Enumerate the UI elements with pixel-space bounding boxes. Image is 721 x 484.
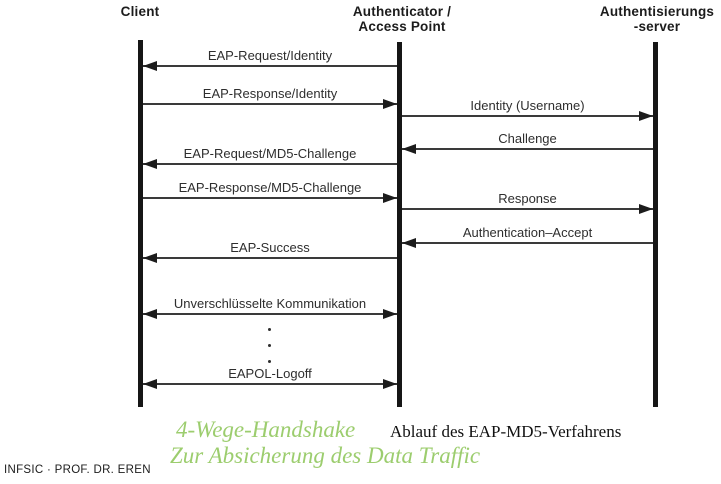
actor-label: Client	[120, 4, 160, 19]
handshake-caption-line2: Zur Absicherung des Data Traffic	[170, 443, 481, 468]
message-label: EAP-Success	[230, 240, 310, 255]
message-label: Identity (Username)	[470, 98, 585, 113]
footer-credit: INFSIC · PROF. DR. EREN	[4, 464, 151, 476]
arrowhead-left-icon	[143, 253, 157, 263]
message-label: EAP-Request/MD5-Challenge	[183, 146, 357, 161]
arrowhead-left-icon	[143, 379, 157, 389]
arrowhead-left-icon	[402, 144, 416, 154]
message-label: Challenge	[498, 131, 557, 146]
message-arrow-line	[402, 242, 653, 244]
message-label: Authentication–Accept	[462, 225, 593, 240]
message-label: EAP-Request/Identity	[207, 48, 333, 63]
message-label: EAP-Response/Identity	[202, 86, 338, 101]
actor-header-client: Client	[55, 4, 225, 19]
message-label: Unverschlüsselte Kommunikation	[173, 296, 367, 311]
lifeline-client	[138, 40, 143, 407]
lifeline-authenticator	[397, 42, 402, 407]
message-arrow-line	[143, 65, 397, 67]
message-label: Response	[498, 191, 557, 206]
eap-md5-caption: Ablauf des EAP-MD5-Verfahrens	[390, 422, 622, 441]
actor-header-authenticator: Authenticator / Access Point	[317, 4, 487, 34]
arrowhead-left-icon	[143, 159, 157, 169]
arrowhead-right-icon	[639, 204, 653, 214]
arrowhead-right-icon	[383, 309, 397, 319]
message-arrow-line	[143, 313, 397, 315]
handshake-caption-line1: 4-Wege-Handshake	[176, 417, 356, 442]
actor-label: Authentisierungs	[599, 4, 715, 19]
actor-label: -server	[633, 19, 681, 34]
arrowhead-left-icon	[143, 61, 157, 71]
message-label: EAP-Response/MD5-Challenge	[178, 180, 362, 195]
message-arrow-line	[143, 383, 397, 385]
actor-header-auth-server: Authentisierungs -server	[572, 4, 721, 34]
message-arrow-line	[143, 257, 397, 259]
arrowhead-left-icon	[143, 309, 157, 319]
lifeline-auth-server	[653, 42, 658, 407]
message-arrow-line	[402, 208, 653, 210]
arrowhead-right-icon	[383, 99, 397, 109]
arrowhead-right-icon	[639, 111, 653, 121]
message-arrow-line	[143, 197, 397, 199]
ellipsis-dot	[268, 360, 271, 363]
arrowhead-left-icon	[402, 238, 416, 248]
actor-label: Authenticator /	[352, 4, 452, 19]
ellipsis-dot	[268, 328, 271, 331]
arrowhead-right-icon	[383, 193, 397, 203]
message-arrow-line	[402, 148, 653, 150]
message-arrow-line	[402, 115, 653, 117]
actor-label: Access Point	[358, 19, 446, 34]
ellipsis-dot	[268, 344, 271, 347]
message-arrow-line	[143, 163, 397, 165]
message-arrow-line	[143, 103, 397, 105]
arrowhead-right-icon	[383, 379, 397, 389]
message-label: EAPOL-Logoff	[228, 366, 312, 381]
